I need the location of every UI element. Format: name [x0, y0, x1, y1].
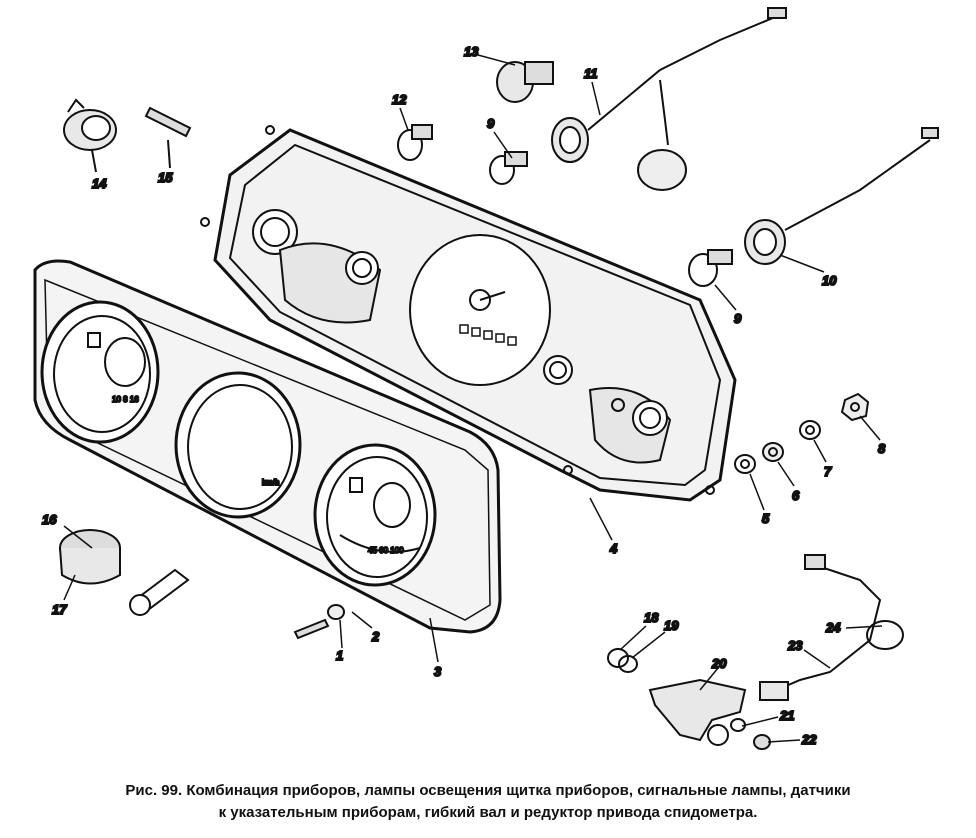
lamp-9-lower [688, 249, 733, 287]
leader-lines [63, 54, 883, 743]
left-gauge-scale: 10 8 16 [112, 395, 139, 404]
washer-21 [730, 718, 746, 732]
label-9-lower: 9 [734, 311, 742, 326]
label-15: 15 [158, 170, 173, 185]
label-19: 19 [664, 618, 679, 633]
label-17: 17 [52, 602, 67, 617]
lamp-12 [397, 124, 433, 161]
cap-22 [753, 734, 771, 750]
label-9-upper: 9 [487, 116, 495, 131]
instrument-face-plate [33, 259, 502, 634]
figure-caption: Рис. 99. Комбинация приборов, лампы осве… [0, 780, 976, 824]
washer-7 [799, 420, 821, 440]
lamp-9-upper [489, 151, 528, 185]
label-1: 1 [336, 648, 343, 663]
lamp-15 [144, 106, 192, 169]
socket-13 [496, 61, 554, 103]
switch-16-17 [59, 529, 190, 616]
label-3: 3 [434, 664, 442, 679]
label-20: 20 [711, 656, 727, 671]
label-6: 6 [792, 488, 800, 503]
washer-5 [734, 454, 756, 474]
center-gauge-unit: km/h [262, 478, 279, 487]
screw-1 [293, 618, 330, 640]
label-21: 21 [779, 708, 794, 723]
label-12: 12 [392, 92, 407, 107]
label-16: 16 [42, 512, 57, 527]
reducer-20 [648, 678, 747, 746]
instrument-housing [200, 125, 737, 502]
flexible-shaft-23-24 [759, 554, 904, 701]
nut-8 [840, 392, 870, 422]
washer-18-19 [607, 648, 638, 673]
socket-10 [744, 127, 939, 265]
label-14: 14 [92, 176, 107, 191]
label-13: 13 [464, 44, 479, 59]
label-18: 18 [644, 610, 659, 625]
label-22: 22 [801, 732, 817, 747]
right-gauge-scale: 45 60 100 [368, 546, 404, 555]
label-11: 11 [584, 66, 598, 81]
label-23: 23 [787, 638, 803, 653]
socket-11 [551, 7, 787, 191]
label-8: 8 [878, 441, 886, 456]
spacer-6 [762, 442, 784, 462]
nut-2 [327, 604, 345, 620]
sensor-14 [63, 98, 117, 173]
label-24: 24 [825, 620, 841, 635]
label-4: 4 [609, 541, 618, 556]
label-2: 2 [371, 629, 380, 644]
caption-line-1: Рис. 99. Комбинация приборов, лампы осве… [125, 782, 851, 799]
label-5: 5 [762, 511, 770, 526]
label-7: 7 [824, 464, 832, 479]
label-10: 10 [822, 273, 837, 288]
caption-line-2: к указательным приборам, гибкий вал и ре… [218, 804, 758, 821]
instrument-cluster-exploded-diagram: 10 8 16 45 60 100 km/h [33, 7, 939, 750]
